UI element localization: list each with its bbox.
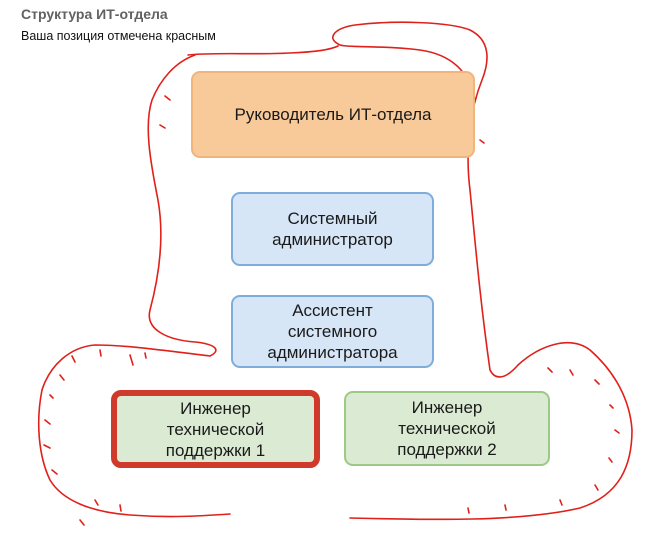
node-head-of-it: Руководитель ИТ-отдела: [191, 71, 475, 158]
page-subtitle: Ваша позиция отмечена красным: [21, 29, 216, 43]
annotation-outline-top: [187, 45, 339, 56]
page-title: Структура ИТ-отдела: [21, 6, 168, 22]
node-assistant-administrator: Ассистент системного администратора: [231, 295, 434, 368]
node-label: Инженер технической поддержки 1: [165, 398, 266, 460]
node-label: Руководитель ИТ-отдела: [234, 105, 432, 124]
node-label: Инженер технической поддержки 2: [397, 398, 497, 459]
node-label: Системный администратор: [272, 209, 393, 249]
node-support-engineer-1-highlighted: Инженер технической поддержки 1: [111, 390, 320, 468]
node-label: Ассистент системного администратора: [267, 301, 398, 362]
node-support-engineer-2: Инженер технической поддержки 2: [344, 391, 550, 466]
node-system-administrator: Системный администратор: [231, 192, 434, 266]
